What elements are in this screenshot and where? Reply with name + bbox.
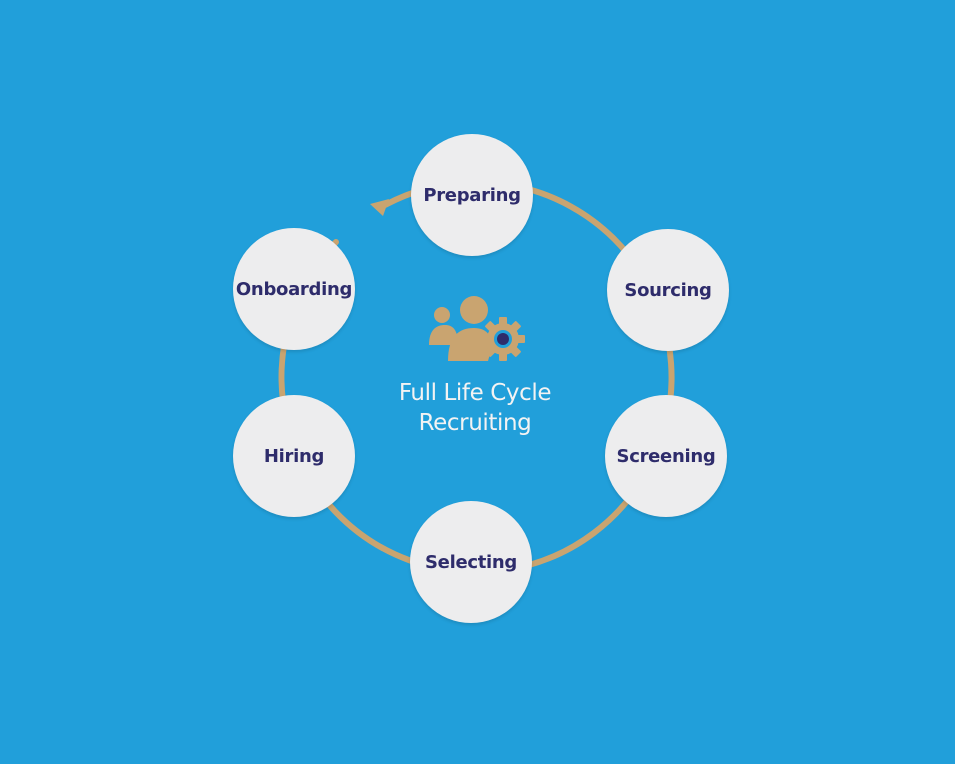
center-title-line2: Recruiting [418, 410, 532, 436]
stage-hiring: Hiring [233, 395, 355, 517]
stage-label-sourcing: Sourcing [624, 279, 712, 301]
stage-label-selecting: Selecting [425, 551, 517, 573]
stage-label-onboarding: Onboarding [235, 278, 353, 300]
center-title: Full Life Cycle Recruiting [360, 378, 590, 438]
stage-label-preparing: Preparing [423, 184, 521, 206]
stage-sourcing: Sourcing [607, 229, 729, 351]
stage-label-screening: Screening [616, 445, 716, 467]
cycle-arrow-head [370, 199, 389, 216]
stage-selecting: Selecting [410, 501, 532, 623]
stage-label-hiring: Hiring [263, 445, 325, 467]
stage-onboarding: Onboarding [233, 228, 355, 350]
people-gear-icon [429, 296, 525, 361]
stage-screening: Screening [605, 395, 727, 517]
center-title-line1: Full Life Cycle [398, 380, 552, 406]
stage-preparing: Preparing [411, 134, 533, 256]
